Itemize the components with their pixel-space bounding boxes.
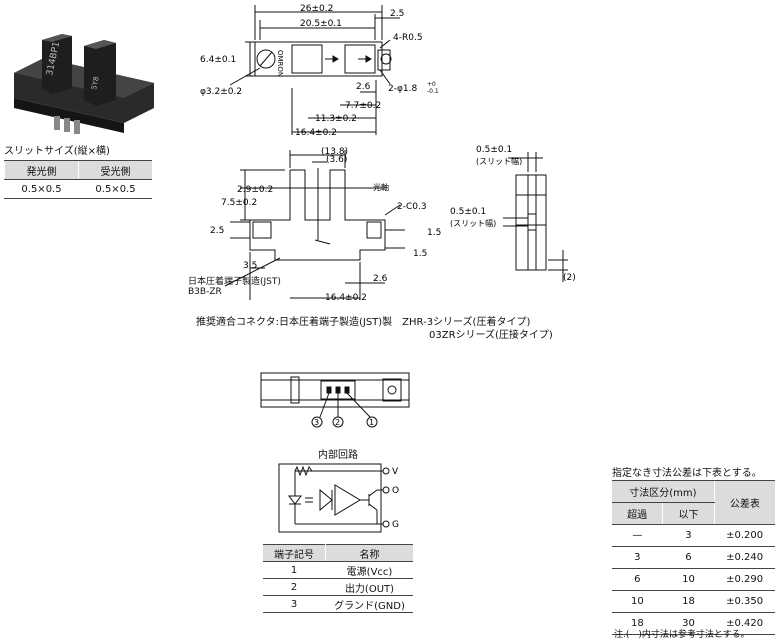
dim-3-5: 3.5 — [243, 261, 257, 271]
dim-tol-minus: -0.1 — [427, 88, 439, 95]
tolerance-header-over: 超過 — [612, 502, 663, 525]
slit-size-title: スリットサイズ(縦×横) — [4, 146, 110, 157]
table-row: 2 出力(OUT) — [263, 578, 413, 596]
tol-value: ±0.200 — [714, 524, 775, 547]
tolerance-header-tol: 公差表 — [713, 480, 775, 525]
dim-2-5: 2.5 — [390, 9, 404, 19]
pin-label-1: 1 — [369, 418, 374, 427]
connector-note-line1: 推奨適合コネクタ:日本圧着端子製造(JST)製 ZHR-3シリーズ(圧着タイプ) — [196, 317, 531, 328]
circuit-terminal-v: V — [392, 467, 399, 477]
table-row: 3 グランド(GND) — [263, 595, 413, 613]
dim-1-5-a: 1.5 — [427, 228, 441, 238]
pin-label-3: 3 — [314, 418, 319, 427]
terminal-symbol: 1 — [263, 561, 326, 579]
dim-20-5: 20.5±0.1 — [300, 19, 342, 29]
top-view-drawing: OMRON 26±0.2 20.5±0.1 2.5 4-R0.5 6.4±0.1… — [200, 4, 439, 138]
tolerance-title: 指定なき寸法公差は下表とする。 — [612, 468, 762, 479]
tol-over: 18 — [612, 612, 663, 635]
dim-tol-plus: +0 — [427, 81, 436, 88]
side-dim-slit-b: (スリット幅) — [450, 218, 496, 228]
dim-13-8: (13.8) — [321, 147, 348, 157]
terminal-header-name: 名称 — [325, 544, 413, 562]
tolerance-header-under: 以下 — [662, 502, 715, 525]
circuit-terminal-g: G — [392, 520, 399, 530]
optical-axis-label: 光軸 — [373, 182, 389, 192]
connector-model: B3B-ZR — [188, 287, 222, 297]
omron-logo: OMRON — [276, 50, 284, 77]
dim-2-6: 2.6 — [356, 82, 371, 92]
table-row: 1 電源(Vcc) — [263, 561, 413, 579]
photo-side-text: 5Y8 — [90, 76, 101, 91]
side-dim-0-5-a: 0.5±0.1 — [476, 145, 512, 155]
tol-under: 30 — [662, 612, 715, 635]
slit-header-receiver: 受光側 — [78, 160, 152, 180]
tol-over: 6 — [612, 568, 663, 591]
pin-label-2: 2 — [335, 418, 340, 427]
tol-under: 18 — [662, 590, 715, 613]
dim-6-4: 6.4±0.1 — [200, 55, 236, 65]
circuit-title: 内部回路 — [318, 450, 358, 461]
tol-value: ±0.290 — [714, 568, 775, 591]
dim-2-c0-3: 2-C0.3 — [397, 202, 427, 212]
connector-note-line2: 03ZRシリーズ(圧接タイプ) — [429, 330, 553, 341]
tol-over: 10 — [612, 590, 663, 613]
dim-11-3: 11.3±0.2 — [315, 114, 357, 124]
tolerance-note: 注.( )内寸法は参考寸法とする。 — [614, 630, 750, 640]
terminal-name: グランド(GND) — [325, 595, 413, 613]
side-dim-0-5-b: 0.5±0.1 — [450, 207, 486, 217]
side-dim-slit-a: (スリット幅) — [476, 156, 522, 166]
bottom-view-drawing: 3 2 1 — [260, 372, 410, 428]
dim-2-6-front: 2.6 — [373, 274, 388, 284]
side-view-drawing: 0.5±0.1 (スリット幅) 0.5±0.1 (スリット幅) (2) — [450, 145, 576, 283]
front-view-drawing: (13.8) (3.6) 光軸 2.9±0.2 7.5±0.2 2-C0.3 2… — [210, 147, 441, 303]
tol-under: 6 — [662, 546, 715, 569]
dim-4-r0-5: 4-R0.5 — [393, 33, 423, 43]
circuit-diagram: V O G — [278, 463, 399, 533]
tol-value: ±0.350 — [714, 590, 775, 613]
dim-16-4-front: 16.4±0.2 — [325, 293, 367, 303]
tol-over: — — [612, 524, 663, 547]
tol-under: 3 — [662, 524, 715, 547]
terminal-name: 電源(Vcc) — [325, 561, 413, 579]
dim-16-4-top: 16.4±0.2 — [295, 128, 337, 138]
tol-value: ±0.420 — [714, 612, 775, 635]
dim-2-phi-1-8: 2-φ1.8 — [388, 84, 417, 94]
terminal-symbol: 2 — [263, 578, 326, 596]
dim-7-7: 7.7±0.2 — [345, 101, 381, 111]
connector-note: 推奨適合コネクタ:日本圧着端子製造(JST)製 ZHR-3シリーズ(圧着タイプ)… — [196, 316, 553, 342]
slit-header-emitter: 発光側 — [4, 160, 79, 180]
connector-maker: 日本圧着端子製造(JST) — [188, 277, 281, 287]
tol-over: 3 — [612, 546, 663, 569]
terminal-header-symbol: 端子記号 — [263, 544, 326, 562]
dim-7-5: 7.5±0.2 — [221, 198, 257, 208]
dim-2-5-front: 2.5 — [210, 226, 224, 236]
slit-value-receiver: 0.5×0.5 — [78, 179, 152, 199]
dim-1-5-b: 1.5 — [413, 249, 427, 259]
slit-value-emitter: 0.5×0.5 — [4, 179, 79, 199]
tolerance-header-range: 寸法区分(mm) — [612, 480, 715, 503]
dim-26: 26±0.2 — [300, 4, 333, 14]
dim-3-6: (3.6) — [326, 155, 347, 165]
side-dim-2: (2) — [563, 273, 576, 283]
terminal-name: 出力(OUT) — [325, 578, 413, 596]
terminal-table: 端子記号 名称 1 電源(Vcc) 2 出力(OUT) 3 グランド(GND) — [263, 544, 413, 613]
dim-phi-3-2: φ3.2±0.2 — [200, 87, 242, 97]
dim-2-9: 2.9±0.2 — [237, 185, 273, 195]
product-photo: 314BP1 5Y8 — [14, 34, 154, 134]
tol-under: 10 — [662, 568, 715, 591]
circuit-terminal-o: O — [392, 486, 399, 496]
slit-size-table: 発光側 受光側 0.5×0.5 0.5×0.5 — [4, 160, 152, 199]
tol-value: ±0.240 — [714, 546, 775, 569]
table-row: —3±0.200 — [612, 524, 775, 547]
connector-callout: 日本圧着端子製造(JST) B3B-ZR — [188, 277, 281, 297]
terminal-symbol: 3 — [263, 595, 326, 613]
